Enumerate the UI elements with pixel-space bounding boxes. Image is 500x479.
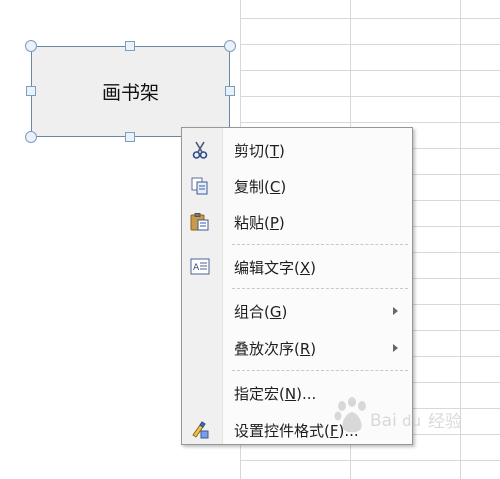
row-divider	[240, 44, 500, 45]
menu-gutter-divider	[222, 128, 223, 444]
svg-text:A: A	[193, 263, 200, 273]
form-button-label: 画书架	[101, 82, 159, 104]
menu-separator	[232, 244, 408, 245]
menu-item-cut-label: 剪切(T)	[234, 141, 285, 160]
menu-separator	[232, 288, 408, 289]
edit-text-icon: A	[190, 258, 210, 276]
menu-item-assign-macro-label: 指定宏(N)...	[234, 384, 317, 403]
resize-handle-left[interactable]	[26, 86, 36, 96]
svg-text:du: du	[402, 412, 421, 430]
resize-handle-right[interactable]	[225, 86, 235, 96]
menu-item-edit-text[interactable]: A 编辑文字(X)	[182, 250, 412, 284]
menu-item-edit-text-label: 编辑文字(X)	[234, 258, 316, 277]
resize-handle-top[interactable]	[125, 41, 135, 51]
row-divider	[240, 96, 500, 97]
menu-item-copy[interactable]: 复制(C)	[182, 169, 412, 203]
menu-item-group-label: 组合(G)	[234, 302, 288, 321]
menu-separator	[232, 370, 408, 371]
menu-item-format-control[interactable]: 设置控件格式(F)...	[182, 413, 412, 447]
form-button-shape[interactable]: 画书架	[31, 46, 230, 137]
row-divider	[240, 70, 500, 71]
resize-handle-bottom-left[interactable]	[25, 131, 37, 143]
menu-item-group[interactable]: 组合(G)	[182, 294, 412, 328]
copy-icon	[190, 177, 210, 195]
menu-item-copy-label: 复制(C)	[234, 177, 287, 196]
format-control-icon	[190, 421, 210, 439]
baidu-jingyan-watermark: Bai du 经验	[330, 396, 470, 446]
menu-item-paste-label: 粘贴(P)	[234, 213, 285, 232]
row-divider	[240, 460, 500, 461]
submenu-arrow-icon	[393, 344, 398, 352]
submenu-arrow-icon	[393, 307, 398, 315]
menu-item-order-label: 叠放次序(R)	[234, 339, 317, 358]
resize-handle-top-right[interactable]	[224, 40, 236, 52]
resize-handle-bottom[interactable]	[125, 132, 135, 142]
menu-item-assign-macro[interactable]: 指定宏(N)...	[182, 376, 412, 410]
column-divider	[460, 0, 461, 479]
resize-handle-top-left[interactable]	[25, 40, 37, 52]
svg-text:Bai: Bai	[370, 411, 397, 431]
context-menu: 剪切(T) 复制(C) 粘贴(P)	[181, 127, 413, 445]
paste-icon	[190, 213, 210, 231]
row-divider	[240, 18, 500, 19]
row-divider	[240, 122, 500, 123]
menu-item-paste[interactable]: 粘贴(P)	[182, 205, 412, 239]
menu-item-cut[interactable]: 剪切(T)	[182, 133, 412, 167]
scissors-icon	[190, 141, 210, 159]
svg-text:经验: 经验	[428, 412, 462, 432]
menu-item-order[interactable]: 叠放次序(R)	[182, 331, 412, 365]
